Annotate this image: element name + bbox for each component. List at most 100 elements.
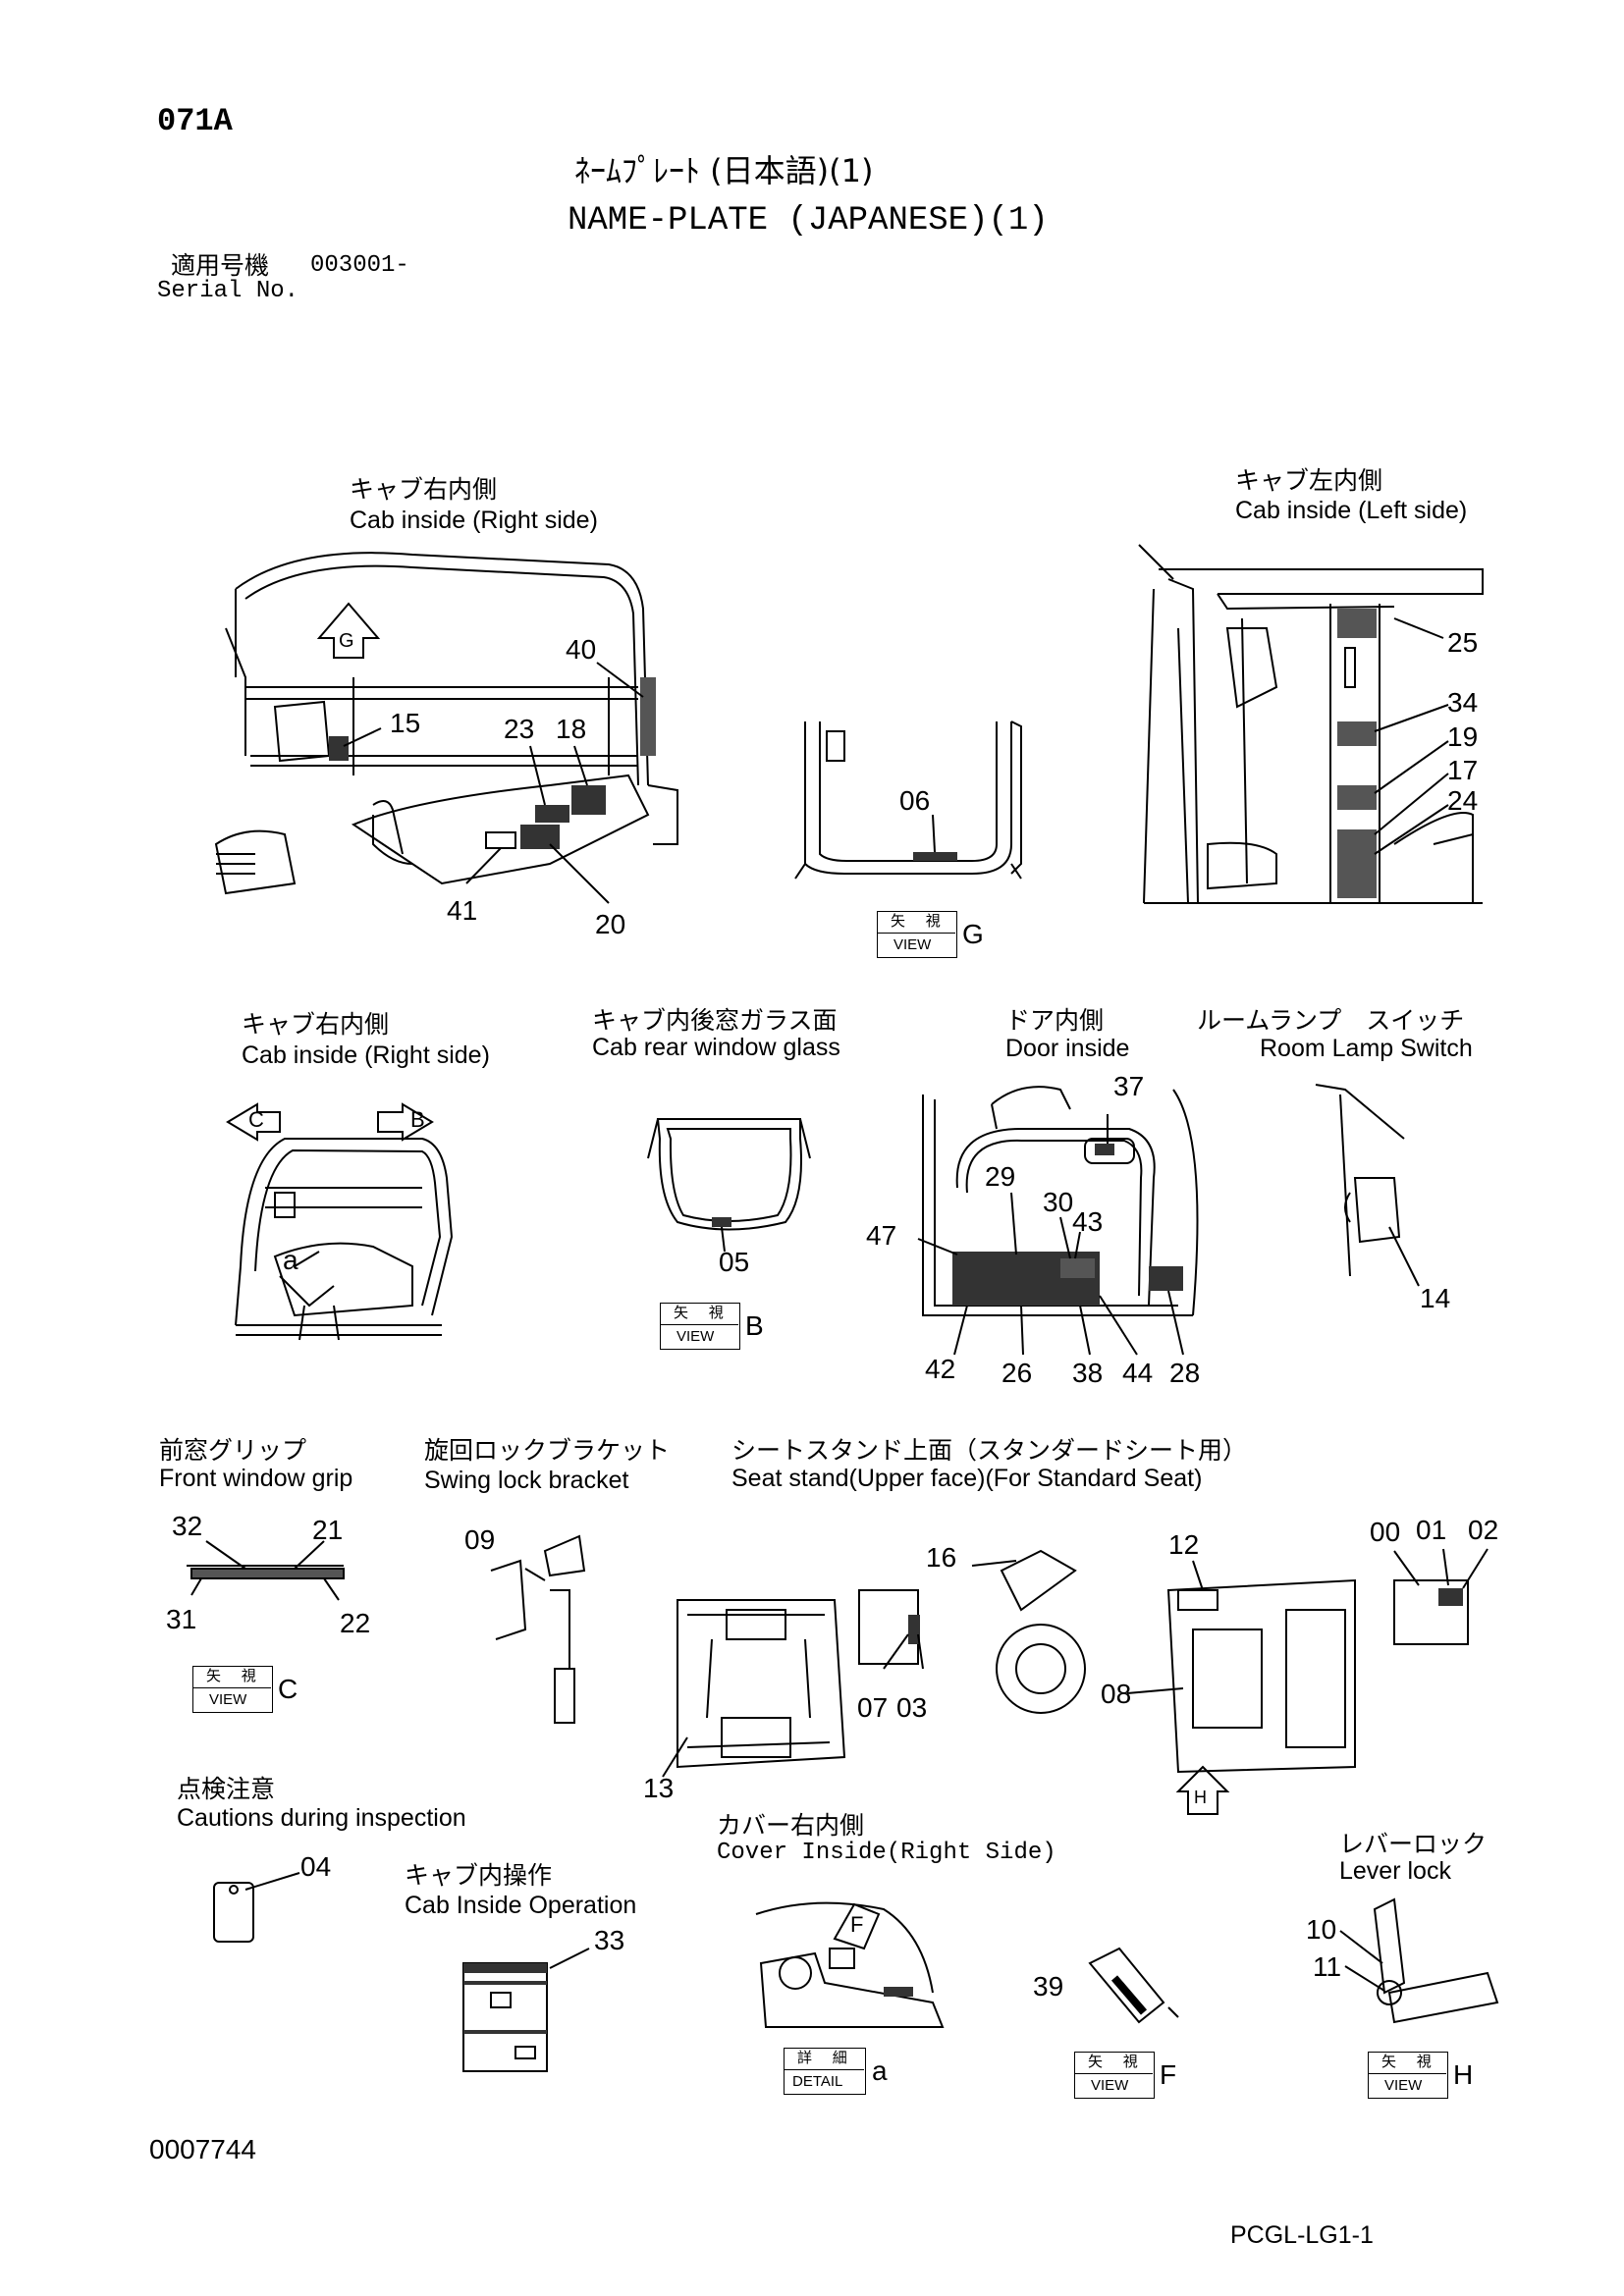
arrow-h-letter: H xyxy=(1194,1788,1207,1807)
drawing-swing-lock xyxy=(490,1534,586,1724)
label-seat-stand-en: Seat stand(Upper face)(For Standard Seat… xyxy=(731,1465,1203,1492)
label-cab-operation-jp: キャブ内操作 xyxy=(405,1861,553,1890)
plate-37 xyxy=(1095,1144,1114,1155)
label-lever-lock-en: Lever lock xyxy=(1339,1857,1451,1885)
view-jp: 矢 視 xyxy=(674,1304,731,1321)
label-cover-inside-jp: カバー右内側 xyxy=(717,1811,865,1840)
arrow-f-letter: F xyxy=(850,1912,864,1937)
part-number: 41 xyxy=(447,895,478,926)
arrow-g xyxy=(316,602,381,659)
part-number: 11 xyxy=(1313,1951,1342,1982)
plate-40 xyxy=(640,677,656,756)
drawing-front-grip xyxy=(187,1540,345,1601)
part-number: 34 xyxy=(1447,687,1479,718)
part-number: 14 xyxy=(1420,1283,1451,1313)
part-number: 39 xyxy=(1033,1971,1064,2002)
view-box-g: 矢 視 VIEW G xyxy=(877,911,985,958)
part-number: 44 xyxy=(1122,1358,1154,1388)
plate-41 xyxy=(485,831,516,849)
view-letter: F xyxy=(1160,2059,1177,2090)
part-number: 16 xyxy=(926,1542,957,1573)
title-english: NAME-PLATE (JAPANESE)(1) xyxy=(568,202,1049,240)
part-number: 04 xyxy=(300,1851,332,1882)
plate-34 xyxy=(1337,721,1377,746)
part-number: 29 xyxy=(985,1161,1016,1192)
view-box-b: 矢 視 VIEW B xyxy=(660,1303,768,1350)
view-letter: a xyxy=(872,2056,888,2086)
label-cab-right-mid-jp: キャブ右内側 xyxy=(242,1010,390,1039)
view-box-h: 矢 視 VIEW H xyxy=(1368,2052,1481,2099)
part-number: 12 xyxy=(1168,1529,1200,1560)
drawing-rear-window xyxy=(647,1118,811,1253)
part-number: 07 xyxy=(857,1692,889,1723)
part-number: 40 xyxy=(566,634,597,665)
view-en: VIEW xyxy=(893,936,932,953)
part-number: 18 xyxy=(556,714,587,744)
part-number: 33 xyxy=(594,1925,625,1955)
part-number: 47 xyxy=(866,1220,897,1251)
view-jp: 矢 視 xyxy=(206,1667,264,1684)
part-number: 17 xyxy=(1447,755,1479,785)
view-letter: B xyxy=(745,1310,764,1341)
drawing-room-lamp xyxy=(1315,1084,1420,1287)
label-front-grip-en: Front window grip xyxy=(159,1465,353,1492)
drawing-cover-inside xyxy=(755,1901,945,2028)
plate-18 xyxy=(571,785,606,815)
label-cab-right-mid-en: Cab inside (Right side) xyxy=(242,1041,490,1069)
detail-jp: 詳 細 xyxy=(797,2049,855,2066)
label-inspection-en: Cautions during inspection xyxy=(177,1804,466,1832)
part-number: 19 xyxy=(1447,721,1479,752)
part-number: 25 xyxy=(1447,627,1479,658)
part-number: 22 xyxy=(340,1608,371,1638)
serial-label-jp: 適用号機 xyxy=(171,251,270,280)
label-cab-left-jp: キャブ左内側 xyxy=(1235,466,1383,495)
drawing-seat-stand-right xyxy=(1126,1548,1489,1774)
plate-05 xyxy=(712,1217,731,1227)
label-front-grip-jp: 前窓グリップ xyxy=(159,1436,307,1465)
plate-19 xyxy=(1337,785,1377,810)
view-en: VIEW xyxy=(1384,2077,1423,2094)
label-room-lamp-jp: ルームランプ スイッチ xyxy=(1197,1006,1465,1035)
view-letter: H xyxy=(1453,2059,1474,2090)
detail-en: DETAIL xyxy=(792,2073,843,2090)
part-number: 15 xyxy=(390,708,421,738)
arrow-h xyxy=(1175,1765,1230,1815)
drawing-cab-right-mid xyxy=(235,1138,454,1341)
label-cab-right-top-jp: キャブ右内側 xyxy=(350,475,498,504)
label-lever-lock-jp: レバーロック xyxy=(1339,1830,1488,1858)
drawing-cab-right-top xyxy=(214,552,678,904)
arrow-c xyxy=(226,1102,281,1142)
serial-label-en: Serial No. xyxy=(157,278,299,304)
part-number: 10 xyxy=(1306,1914,1337,1945)
view-en: VIEW xyxy=(209,1691,247,1708)
view-jp: 矢 視 xyxy=(891,912,948,930)
part-number: 37 xyxy=(1113,1071,1145,1101)
label-door-inside-en: Door inside xyxy=(1005,1035,1130,1062)
part-number: 24 xyxy=(1447,785,1479,816)
drawing-cab-operation xyxy=(462,1948,590,2072)
drawing-seat-stand-left xyxy=(662,1599,846,1778)
part-number: 23 xyxy=(504,714,535,744)
part-number: 26 xyxy=(1001,1358,1033,1388)
arrow-c-letter: C xyxy=(248,1107,264,1132)
part-number: a xyxy=(283,1245,298,1275)
drawing-door-inside xyxy=(917,1086,1199,1356)
drawing-seat-stand-lever xyxy=(971,1549,1086,1714)
view-jp: 矢 視 xyxy=(1088,2053,1146,2070)
view-box-c: 矢 視 VIEW C xyxy=(192,1666,300,1713)
arrow-g-letter: G xyxy=(339,630,354,652)
label-cab-operation-en: Cab Inside Operation xyxy=(405,1892,637,1919)
detail-box-a: 詳 細 DETAIL a xyxy=(784,2048,896,2095)
label-swing-lock-jp: 旋回ロックブラケット xyxy=(424,1436,671,1465)
plate-25 xyxy=(1337,609,1377,638)
arrow-b xyxy=(377,1102,434,1142)
part-number: 00 xyxy=(1370,1517,1401,1547)
part-number: 08 xyxy=(1101,1679,1132,1709)
page-code: 071A xyxy=(157,103,233,139)
view-jp: 矢 視 xyxy=(1381,2053,1439,2070)
part-number: 02 xyxy=(1468,1515,1499,1545)
part-number: 31 xyxy=(166,1604,197,1634)
drawing-seat-stand-detail xyxy=(858,1589,924,1670)
page-reference: PCGL-LG1-1 xyxy=(1230,2221,1374,2249)
part-number: 06 xyxy=(899,785,931,816)
